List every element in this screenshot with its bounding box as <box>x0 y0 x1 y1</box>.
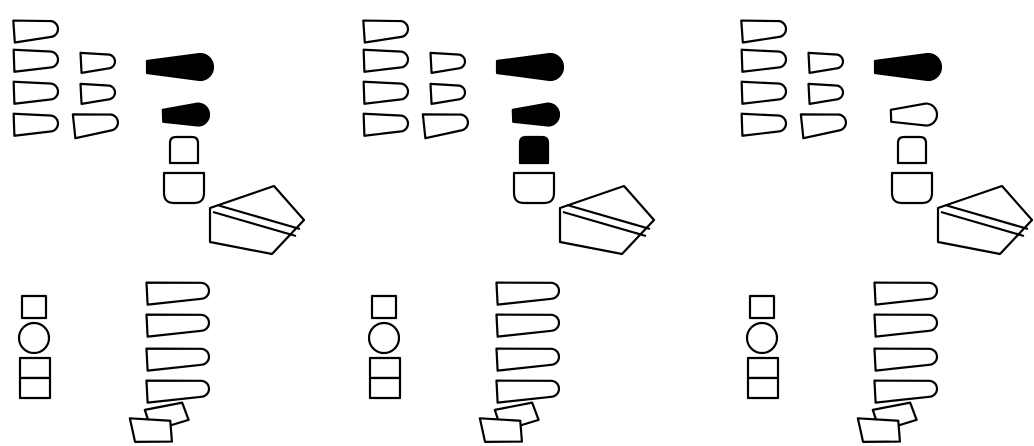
right-column-block <box>430 82 465 104</box>
left-column-block <box>742 48 787 72</box>
right-column-block <box>808 82 843 104</box>
stack-circle <box>369 323 399 353</box>
right-column-block <box>80 51 115 73</box>
lower-column-block <box>496 279 559 304</box>
panel-3 <box>741 17 1032 446</box>
hand <box>170 137 198 163</box>
base-block <box>892 173 932 203</box>
right-column-block <box>73 110 119 138</box>
lower-column-block <box>496 345 559 370</box>
lower-arm <box>513 103 560 127</box>
left-column-block <box>14 112 59 136</box>
upper-arm <box>147 54 213 80</box>
right-column-block <box>80 82 115 104</box>
stack-square-bottom <box>20 378 50 398</box>
lower-column-block <box>874 311 937 336</box>
panel-1 <box>13 17 304 446</box>
stack-square-bottom <box>748 378 778 398</box>
left-column-block <box>742 112 787 136</box>
left-column-block <box>364 48 409 72</box>
panel-2 <box>363 17 654 446</box>
stack-square-top <box>372 296 396 318</box>
base-block <box>164 173 204 203</box>
right-column-block <box>423 110 469 138</box>
stack-square-bottom <box>370 378 400 398</box>
lower-column-block <box>874 279 937 304</box>
lower-column-block <box>874 377 937 402</box>
lower-arm <box>891 103 938 127</box>
lower-column-block <box>874 345 937 370</box>
stack-square-top <box>22 296 46 318</box>
lower-column-block <box>496 311 559 336</box>
right-column-block <box>430 51 465 73</box>
lower-arm <box>163 103 210 127</box>
left-column-block <box>742 80 787 104</box>
lower-column-block <box>146 311 209 336</box>
hand <box>520 137 548 163</box>
stack-circle <box>19 323 49 353</box>
hand <box>898 137 926 163</box>
stack-circle <box>747 323 777 353</box>
left-column-block <box>14 48 59 72</box>
right-column-block <box>808 51 843 73</box>
stack-square-middle <box>20 358 50 378</box>
tilted-block <box>210 186 304 254</box>
left-column-block <box>364 112 409 136</box>
left-column-block <box>363 17 408 42</box>
lower-column-block <box>496 377 559 402</box>
lower-column-block <box>146 377 209 402</box>
upper-arm <box>497 54 563 80</box>
upper-arm <box>875 54 941 80</box>
stack-square-middle <box>370 358 400 378</box>
left-column-block <box>741 17 786 42</box>
lower-column-block <box>146 279 209 304</box>
left-column-block <box>364 80 409 104</box>
left-column-block <box>14 80 59 104</box>
stack-square-top <box>750 296 774 318</box>
lower-column-block <box>146 345 209 370</box>
base-block <box>514 173 554 203</box>
tilted-block <box>938 186 1032 254</box>
left-column-block <box>13 17 58 42</box>
tilted-block <box>560 186 654 254</box>
stack-square-middle <box>748 358 778 378</box>
right-column-block <box>801 110 847 138</box>
